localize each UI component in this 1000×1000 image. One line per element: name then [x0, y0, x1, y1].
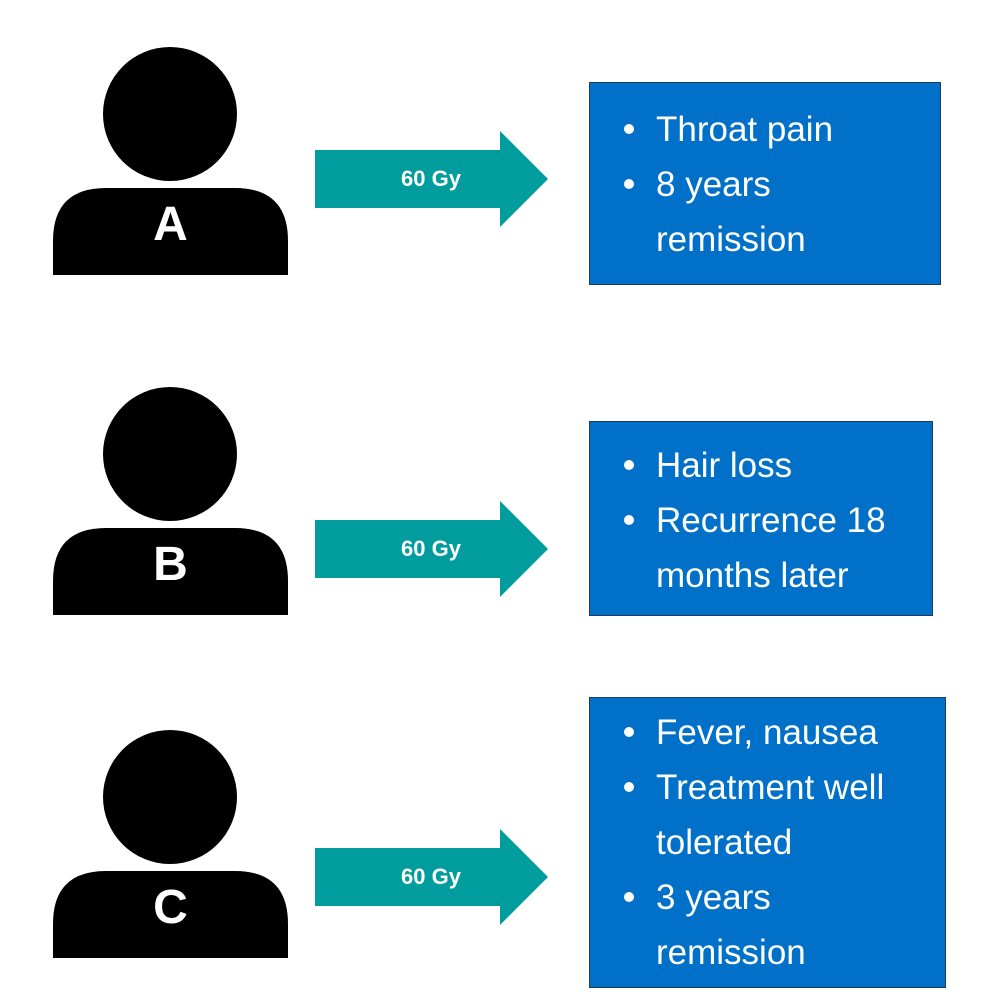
outcome-item: Fever, nausea	[590, 705, 945, 760]
dose-label: 60 Gy	[401, 166, 461, 191]
outcome-list: Hair loss Recurrence 18 months later	[590, 438, 932, 603]
outcome-item: 8 years remission	[590, 157, 856, 267]
arrow-right-icon	[315, 829, 548, 925]
patient-label: A	[153, 198, 188, 251]
person-silhouette-icon	[53, 730, 288, 958]
patient-label: C	[153, 881, 188, 934]
bullet-icon	[624, 124, 634, 134]
bullet-icon	[624, 782, 634, 792]
person-icon-c: C	[53, 728, 288, 958]
outcome-list: Fever, nausea Treatment well tolerated 3…	[590, 705, 945, 980]
outcome-item: Recurrence 18 months later	[590, 493, 946, 603]
bullet-icon	[624, 515, 634, 525]
dose-label: 60 Gy	[401, 536, 461, 561]
bullet-icon	[624, 179, 634, 189]
person-icon-a: A	[53, 45, 288, 275]
patient-label: B	[153, 538, 188, 591]
bullet-icon	[624, 892, 634, 902]
dose-arrow-c: 60 Gy	[315, 829, 548, 925]
outcome-item: Hair loss	[590, 438, 932, 493]
outcome-list: Throat pain 8 years remission	[590, 102, 940, 267]
person-silhouette-icon	[53, 47, 288, 275]
outcome-item: 3 years remission	[590, 870, 856, 980]
arrow-right-icon	[315, 131, 548, 227]
person-silhouette-icon	[53, 387, 288, 615]
outcome-box-c: Fever, nausea Treatment well tolerated 3…	[589, 697, 946, 988]
person-icon-b: B	[53, 385, 288, 615]
outcome-item: Treatment well tolerated	[590, 760, 936, 870]
dose-arrow-a: 60 Gy	[315, 131, 548, 227]
outcome-box-b: Hair loss Recurrence 18 months later	[589, 421, 933, 616]
arrow-right-icon	[315, 501, 548, 597]
bullet-icon	[624, 727, 634, 737]
outcome-box-a: Throat pain 8 years remission	[589, 82, 941, 285]
outcome-item: Throat pain	[590, 102, 940, 157]
dose-arrow-b: 60 Gy	[315, 501, 548, 597]
bullet-icon	[624, 460, 634, 470]
dose-label: 60 Gy	[401, 864, 461, 889]
